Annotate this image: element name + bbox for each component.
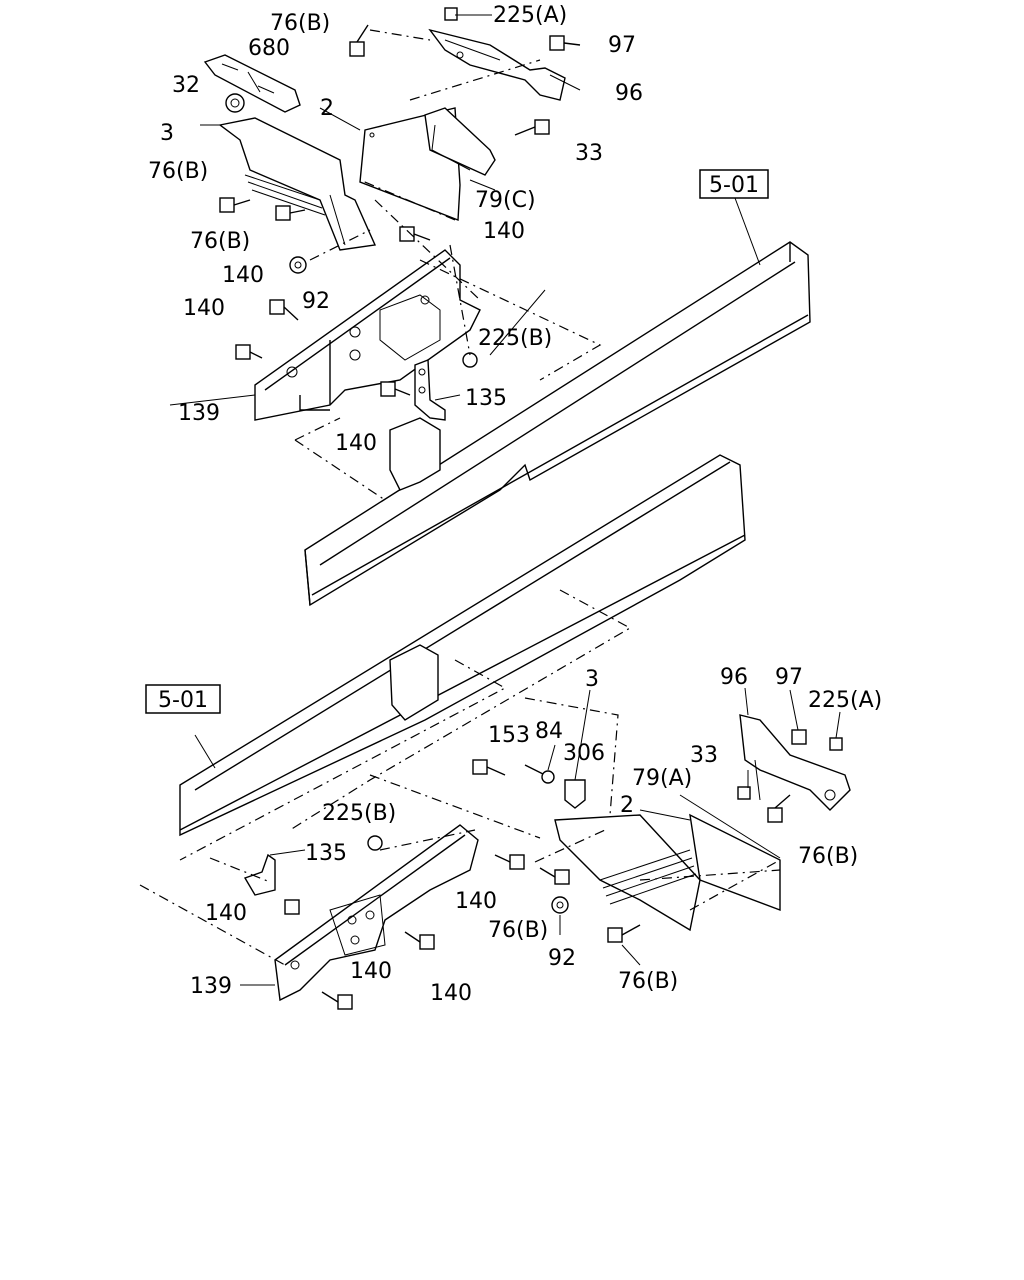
callout-76b-mid[interactable]: 76(B) xyxy=(148,159,208,184)
callout-96-top[interactable]: 96 xyxy=(615,81,643,106)
fastener-225a-lower xyxy=(829,737,843,751)
ref-box-lower[interactable]: 5-01 xyxy=(145,684,221,714)
fastener-97-lower xyxy=(791,729,807,745)
callout-79a[interactable]: 79(A) xyxy=(632,766,692,791)
callout-97-top[interactable]: 97 xyxy=(608,33,636,58)
bracket-306 xyxy=(564,779,586,809)
callout-3-lower[interactable]: 3 xyxy=(585,667,599,692)
callout-76b-top[interactable]: 76(B) xyxy=(270,11,330,36)
callout-140-c[interactable]: 140 xyxy=(183,296,225,321)
callouts-lower: 3 96 97 225(A) 153 84 306 33 79(A) 2 225… xyxy=(190,665,882,1006)
fastener-140-c xyxy=(235,344,263,360)
callout-84[interactable]: 84 xyxy=(535,719,563,744)
callout-139-top[interactable]: 139 xyxy=(178,401,220,426)
callout-140-b[interactable]: 140 xyxy=(222,263,264,288)
bracket-135-upper xyxy=(414,358,446,421)
fastener-33-lower xyxy=(737,786,751,800)
fastener-76b-top xyxy=(349,24,369,57)
callouts-upper: 76(B) 225(A) 680 97 32 96 2 3 33 76(B) 7… xyxy=(148,3,643,456)
callout-79c[interactable]: 79(C) xyxy=(475,188,536,213)
fastener-225b-lower xyxy=(367,835,383,851)
fastener-140-mid xyxy=(494,854,525,870)
upper-assembly xyxy=(169,7,811,607)
callout-680[interactable]: 680 xyxy=(248,36,290,61)
callout-32[interactable]: 32 xyxy=(172,73,200,98)
callout-76b-c[interactable]: 76(B) xyxy=(488,918,548,943)
fastener-140-a xyxy=(399,226,431,242)
callout-225b-top[interactable]: 225(B) xyxy=(478,326,552,351)
callout-225b-lower[interactable]: 225(B) xyxy=(322,801,396,826)
callout-97-lower[interactable]: 97 xyxy=(775,665,803,690)
ref-label-lower: 5-01 xyxy=(158,688,208,713)
callout-140-left[interactable]: 140 xyxy=(205,901,247,926)
callout-76b-low[interactable]: 76(B) xyxy=(190,229,250,254)
fastener-225b-top xyxy=(462,352,478,368)
fastener-140-d xyxy=(380,381,411,397)
ref-label-upper: 5-01 xyxy=(709,173,759,198)
crossmember-stub-lower xyxy=(389,644,439,721)
fastener-140-r xyxy=(404,931,435,950)
ref-box-upper[interactable]: 5-01 xyxy=(699,169,769,199)
callout-76b-b[interactable]: 76(B) xyxy=(618,969,678,994)
fastener-92-top xyxy=(289,256,307,274)
plate-2-lower xyxy=(689,813,781,912)
fastener-84 xyxy=(524,764,555,784)
bracket-96-upper xyxy=(428,28,566,101)
bracket-79c xyxy=(424,107,496,176)
fastener-32 xyxy=(225,93,245,113)
callout-140-d[interactable]: 140 xyxy=(335,431,377,456)
callout-3-top[interactable]: 3 xyxy=(160,121,174,146)
callout-92-top[interactable]: 92 xyxy=(302,289,330,314)
bracket-96-lower xyxy=(739,714,851,811)
callout-92-lower[interactable]: 92 xyxy=(548,946,576,971)
fastener-76b-mid xyxy=(219,197,251,213)
fastener-33-top xyxy=(514,119,550,136)
crossmember-stub-upper xyxy=(389,417,441,491)
callout-153[interactable]: 153 xyxy=(488,723,530,748)
fastener-225a-top xyxy=(444,7,458,21)
frame-rail-upper xyxy=(304,241,811,607)
callout-96-lower[interactable]: 96 xyxy=(720,665,748,690)
callout-225a-top[interactable]: 225(A) xyxy=(493,3,567,28)
callout-140-mid[interactable]: 140 xyxy=(455,889,497,914)
fastener-140-b xyxy=(269,299,299,321)
fastener-140-left xyxy=(284,899,300,915)
fastener-140-bot xyxy=(321,991,353,1010)
callout-135-lower[interactable]: 135 xyxy=(305,841,347,866)
frame-rail-lower xyxy=(179,454,746,837)
fastener-76b-b xyxy=(607,924,641,943)
bracket-135-lower xyxy=(243,853,276,896)
callout-140-a[interactable]: 140 xyxy=(483,219,525,244)
cover-3-upper xyxy=(218,117,377,251)
fastener-76b-low xyxy=(275,205,306,221)
callout-33-lower[interactable]: 33 xyxy=(690,743,718,768)
fastener-153 xyxy=(472,759,506,776)
callout-306[interactable]: 306 xyxy=(563,741,605,766)
fastener-92-lower xyxy=(551,896,569,914)
bracket-139-lower xyxy=(274,824,479,1002)
callout-76b-r[interactable]: 76(B) xyxy=(798,844,858,869)
cover-3-lower xyxy=(554,814,701,932)
callout-33-top[interactable]: 33 xyxy=(575,141,603,166)
callout-139-lower[interactable]: 139 xyxy=(190,974,232,999)
callout-2-lower[interactable]: 2 xyxy=(620,793,634,818)
callout-140-bot[interactable]: 140 xyxy=(350,959,392,984)
fastener-76b-c xyxy=(539,867,570,885)
callout-2-top[interactable]: 2 xyxy=(320,96,334,121)
lower-assembly xyxy=(139,454,851,1010)
fastener-76b-r xyxy=(767,794,791,823)
callout-225a-lower[interactable]: 225(A) xyxy=(808,688,882,713)
bracket-139-upper xyxy=(254,249,481,421)
fastener-97-top xyxy=(549,35,581,51)
callout-140-r[interactable]: 140 xyxy=(430,981,472,1006)
plate-680 xyxy=(203,54,301,113)
callout-135-top[interactable]: 135 xyxy=(465,386,507,411)
